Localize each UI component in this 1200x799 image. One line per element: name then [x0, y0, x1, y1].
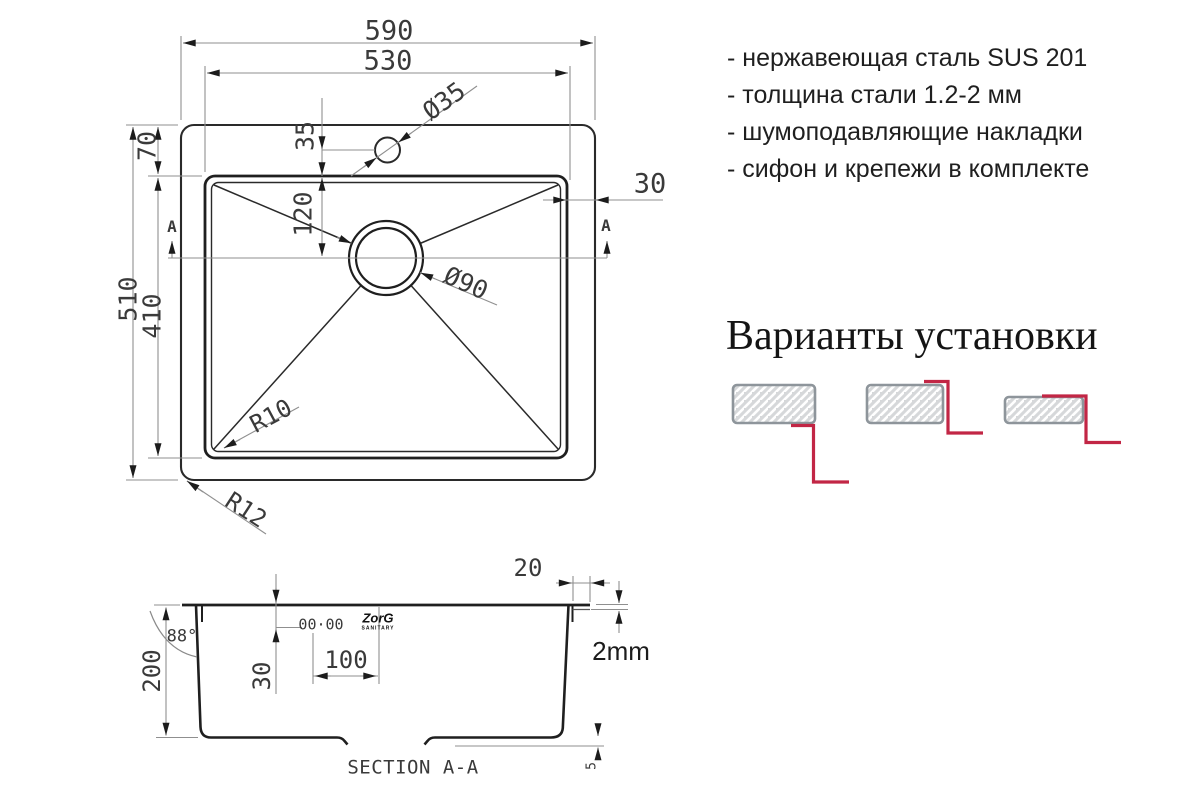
flush-mount-icon: [865, 379, 983, 435]
section-marker-left: A: [167, 217, 177, 236]
spec-item: - сифон и крепежи в комплекте: [727, 155, 1090, 183]
installation-options-title: Варианты установки: [726, 313, 1098, 359]
dim-top-flange: 70: [132, 130, 162, 162]
top-mount-icon: [1003, 394, 1121, 445]
dim-hole-offset-from-top: 30: [248, 661, 276, 691]
sink-outer-outline: [179, 123, 597, 482]
sink-bowl-outline: [203, 174, 569, 460]
dim-drain-offset: 120: [288, 191, 318, 237]
bowl-slope-lines: [213, 184, 559, 450]
embossed-mark: 00·00: [298, 615, 344, 634]
dim-bowl-depth: 410: [137, 293, 167, 339]
dim-hole-to-drain: 100: [324, 646, 368, 674]
undermount-icon: [731, 383, 849, 484]
section-profile-left: [194, 604, 349, 746]
dim-wall-angle: 88°: [166, 626, 198, 647]
dim-bottom-recess: 5: [584, 762, 600, 770]
section-view: [149, 574, 628, 761]
spec-item: - толщина стали 1.2-2 мм: [727, 81, 1022, 109]
dim-depth: 200: [138, 649, 166, 693]
installation-variants: [731, 379, 1121, 484]
dim-flange-lip: 20: [513, 554, 543, 582]
spec-item: - нержавеющая сталь SUS 201: [727, 44, 1088, 72]
section-profile-right: [423, 604, 570, 746]
zorg-logo: ZorG SANITARY: [362, 611, 395, 632]
spec-list: - нержавеющая сталь SUS 201 - толщина ст…: [727, 40, 1089, 188]
dim-bowl-width: 530: [363, 45, 413, 77]
zorg-logo-text: ZorG: [362, 610, 394, 626]
dim-faucet-offset: 35: [290, 120, 320, 152]
section-extension-lines: [154, 574, 628, 747]
dim-outer-width: 590: [364, 15, 414, 47]
dimension-lines: [129, 39, 614, 493]
sink-bowl-rim: [210, 181, 562, 453]
section-dimension-lines: [162, 579, 623, 761]
section-marker-right: A: [601, 216, 611, 235]
dim-sheet-thickness: 2mm: [592, 636, 650, 666]
section-caption: SECTION A-A: [347, 756, 479, 779]
dim-side-flange: 30: [633, 168, 667, 200]
top-view: [126, 36, 663, 535]
zorg-logo-subtext: SANITARY: [361, 625, 395, 632]
spec-item: - шумоподавляющие накладки: [727, 118, 1083, 146]
